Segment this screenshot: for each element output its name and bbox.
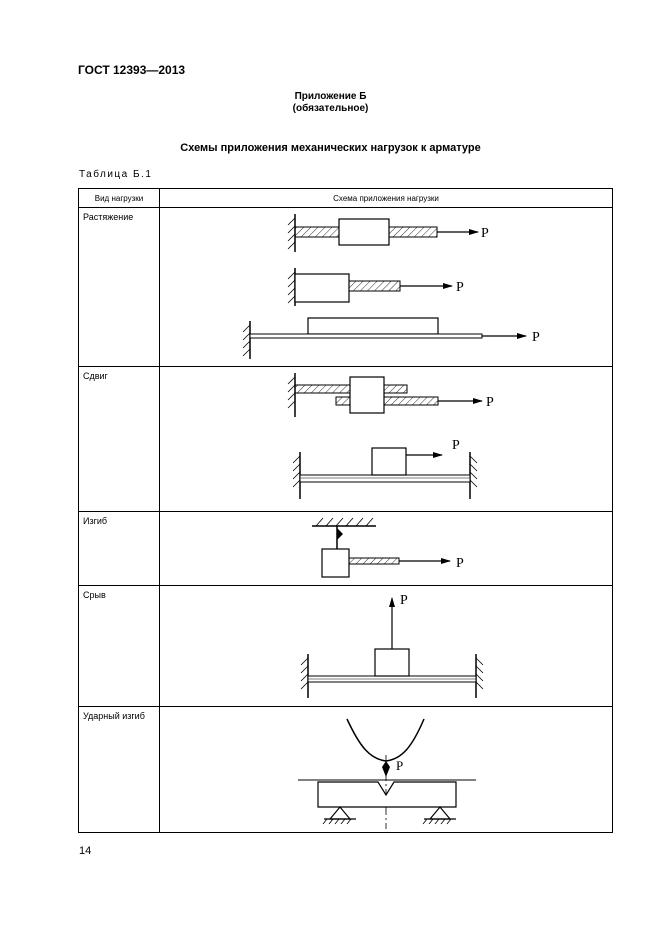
scheme-impact-bending: P	[159, 706, 613, 833]
scheme-pullout: P	[159, 585, 613, 707]
table-row: Изгиб P	[78, 511, 613, 586]
column-header-load-type: Вид нагрузки	[78, 188, 160, 208]
section-title: Схемы приложения механических нагрузок к…	[180, 142, 481, 154]
row-label-tension: Растяжение	[78, 207, 160, 367]
table-row: Ударный изгиб P	[78, 706, 613, 833]
table-row: Срыв P	[78, 585, 613, 707]
pullout-diagram: P	[300, 593, 484, 698]
row-label-pullout: Срыв	[78, 585, 160, 707]
loads-table: Вид нагрузки Схема приложения нагрузки Р…	[78, 188, 613, 833]
load-symbol: P	[486, 395, 494, 410]
row-label-bending: Изгиб	[78, 511, 160, 586]
table-header-row: Вид нагрузки Схема приложения нагрузки	[78, 188, 613, 208]
scheme-bending: P	[159, 511, 613, 586]
scheme-tension: P P P	[159, 207, 613, 367]
document-code: ГОСТ 12393—2013	[78, 63, 186, 77]
load-symbol: P	[456, 556, 464, 571]
page-number: 14	[79, 845, 92, 857]
impact-bending-diagram: P	[298, 718, 476, 829]
load-symbol: P	[400, 593, 408, 608]
appendix-title: Приложение Б	[294, 91, 367, 102]
table-label: Таблица Б.1	[79, 169, 153, 180]
load-symbol: P	[481, 226, 489, 241]
table-row: Растяжение P	[78, 207, 613, 367]
row-label-shear: Сдвиг	[78, 366, 160, 512]
scheme-shear: P P	[159, 366, 613, 512]
load-symbol: P	[396, 758, 403, 773]
shear-diagram: P P	[287, 373, 494, 499]
bending-diagram: P	[312, 517, 464, 578]
load-symbol: P	[452, 438, 460, 453]
load-symbol: P	[532, 330, 540, 345]
load-symbol: P	[456, 280, 464, 295]
row-label-impact-bending: Ударный изгиб	[78, 706, 160, 833]
appendix-status: (обязательное)	[292, 103, 369, 114]
column-header-scheme: Схема приложения нагрузки	[159, 188, 613, 208]
table-row: Сдвиг P	[78, 366, 613, 512]
tension-diagram: P P P	[242, 214, 540, 359]
